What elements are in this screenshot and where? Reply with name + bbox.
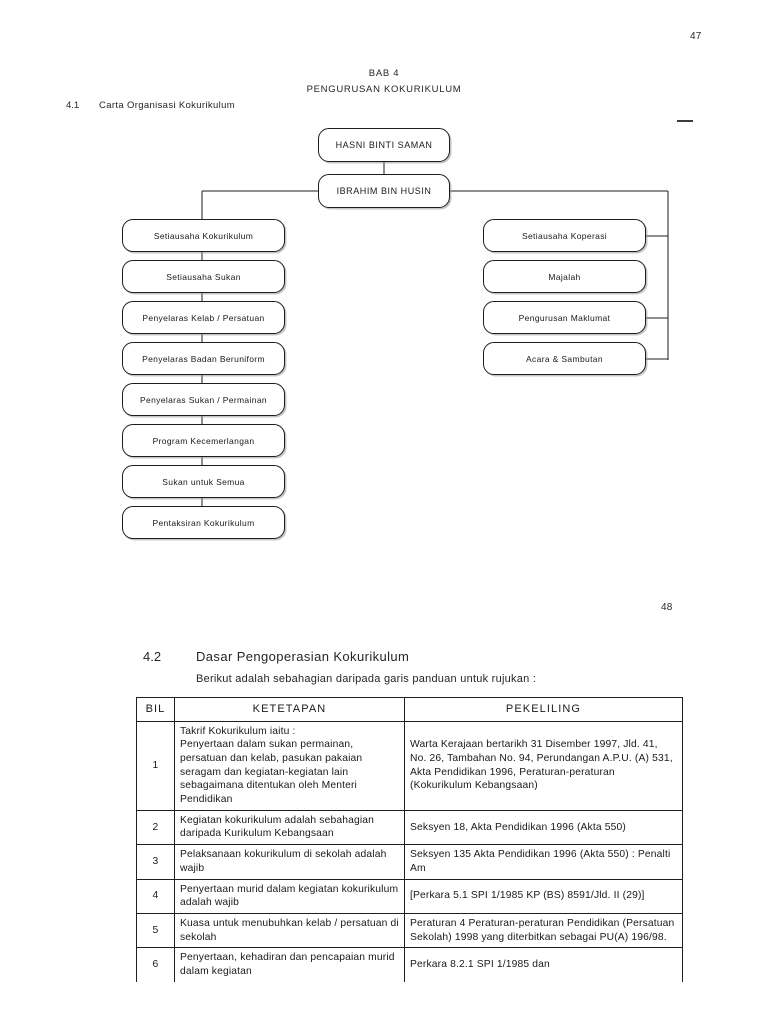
- table-cell-bil: 6: [136, 947, 175, 982]
- org-node-left-7: Sukan untuk Semua: [122, 465, 285, 498]
- stray-rule-artifact: [677, 120, 693, 122]
- organisation-chart: HASNI BINTI SAMAN IBRAHIM BIN HUSIN Seti…: [0, 120, 768, 550]
- org-node-deputy: IBRAHIM BIN HUSIN: [318, 174, 450, 208]
- table-cell-pekeliling: Peraturan 4 Peraturan-peraturan Pendidik…: [404, 912, 683, 949]
- table-header-ketetapan: KETETAPAN: [174, 697, 405, 722]
- section-42-number: 4.2: [143, 649, 162, 664]
- table-cell-pekeliling: Warta Kerajaan bertarikh 31 Disember 199…: [404, 720, 683, 811]
- org-node-left-3: Penyelaras Kelab / Persatuan: [122, 301, 285, 334]
- table-header-row: BIL KETETAPAN PEKELILING: [136, 697, 683, 722]
- chapter-label: BAB 4: [368, 68, 400, 79]
- table-header-bil: BIL: [136, 697, 175, 722]
- table-cell-pekeliling: [Perkara 5.1 SPI 1/1985 KP (BS) 8591/Jld…: [404, 878, 683, 914]
- table-cell-bil: 4: [136, 878, 175, 914]
- table-cell-bil: 5: [136, 912, 175, 949]
- section-42-intro: Berikut adalah sebahagian daripada garis…: [196, 673, 537, 685]
- section-42-title: Dasar Pengoperasian Kokurikulum: [196, 649, 410, 664]
- org-node-right-3: Pengurusan Maklumat: [483, 301, 646, 334]
- table-cell-pekeliling: Seksyen 18, Akta Pendidikan 1996 (Akta 5…: [404, 809, 683, 846]
- table-cell-bil: 3: [136, 844, 175, 880]
- org-node-left-5: Penyelaras Sukan / Permainan: [122, 383, 285, 416]
- org-node-left-2: Setiausaha Sukan: [122, 260, 285, 293]
- page-number-top: 47: [690, 31, 702, 42]
- table-cell-ketetapan: Pelaksanaan kokurikulum di sekolah adala…: [174, 844, 405, 880]
- table-cell-ketetapan: Penyertaan murid dalam kegiatan kokuriku…: [174, 878, 405, 914]
- section-41-title: Carta Organisasi Kokurikulum: [99, 100, 235, 111]
- table-cell-bil: 2: [136, 809, 175, 846]
- org-node-left-1: Setiausaha Kokurikulum: [122, 219, 285, 252]
- org-node-left-6: Program Kecemerlangan: [122, 424, 285, 457]
- chapter-title: PENGURUSAN KOKURIKULUM: [306, 84, 462, 95]
- org-node-left-8: Pentaksiran Kokurikulum: [122, 506, 285, 539]
- table-header-pekeliling: PEKELILING: [404, 697, 683, 722]
- table-cell-ketetapan: Kegiatan kokurikulum adalah sebahagian d…: [174, 809, 405, 846]
- org-node-principal: HASNI BINTI SAMAN: [318, 128, 450, 162]
- org-node-right-2: Majalah: [483, 260, 646, 293]
- table-cell-bil: 1: [136, 720, 175, 811]
- org-node-right-1: Setiausaha Koperasi: [483, 219, 646, 252]
- table-cell-pekeliling: Perkara 8.2.1 SPI 1/1985 dan: [404, 947, 683, 982]
- page-number-middle: 48: [661, 602, 673, 613]
- table-cell-pekeliling: Seksyen 135 Akta Pendidikan 1996 (Akta 5…: [404, 844, 683, 880]
- section-41-number: 4.1: [66, 100, 80, 111]
- table-cell-ketetapan: Takrif Kokurikulum iaitu :Penyertaan dal…: [174, 720, 405, 811]
- table-cell-ketetapan: Kuasa untuk menubuhkan kelab / persatuan…: [174, 912, 405, 949]
- table-cell-ketetapan: Penyertaan, kehadiran dan pencapaian mur…: [174, 947, 405, 982]
- org-node-left-4: Penyelaras Badan Beruniform: [122, 342, 285, 375]
- org-node-right-4: Acara & Sambutan: [483, 342, 646, 375]
